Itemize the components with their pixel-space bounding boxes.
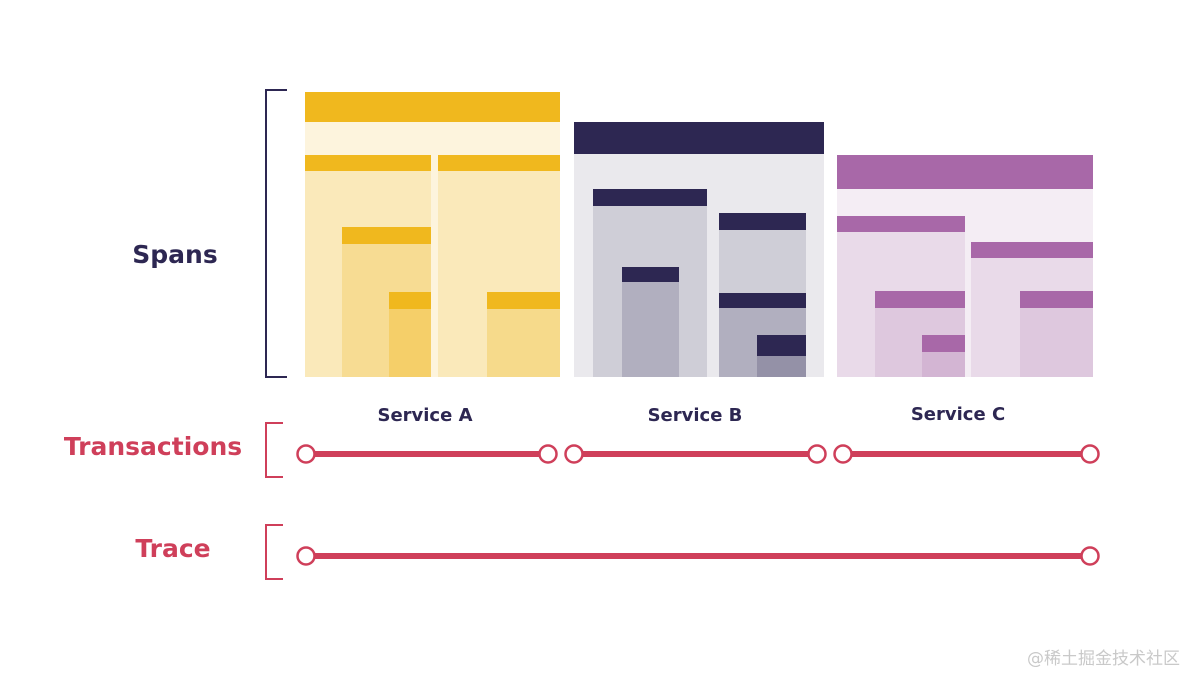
trace-bracket xyxy=(265,524,283,580)
service-a-grandchild-span-bar xyxy=(342,227,431,244)
service-c-grandchild-span-left-bar xyxy=(875,291,965,308)
watermark: @稀土掘金技术社区 xyxy=(1027,649,1180,669)
service-a-root-span-bar xyxy=(305,92,560,122)
service-c-leaf-span-bar xyxy=(922,335,965,352)
trace-label: Trace xyxy=(135,534,210,563)
trace-start-node xyxy=(296,546,316,566)
service-c-child-span-right-bar xyxy=(971,242,1093,258)
service-a-child-span-left-bar xyxy=(305,155,431,171)
service-b-root-span xyxy=(574,122,824,377)
trace-end-node xyxy=(1080,546,1100,566)
service-c-child-span-left-bar xyxy=(837,216,965,232)
trace-span xyxy=(296,546,1100,566)
service-b-grandchild-span-left-bar xyxy=(622,267,679,282)
service-a-child-span-left xyxy=(305,155,431,377)
service-b-spans xyxy=(574,122,824,377)
service-a-label: Service A xyxy=(377,405,472,426)
service-a-child-span-right xyxy=(438,155,560,377)
transaction-b-end-node xyxy=(807,444,827,464)
service-c-root-span-bar xyxy=(837,155,1093,189)
service-a-child-span-right-bar xyxy=(438,155,560,171)
transaction-service-c xyxy=(833,444,1100,464)
service-b-label: Service B xyxy=(648,405,743,426)
spans-bracket xyxy=(265,89,287,378)
service-b-leaf-span-bar xyxy=(757,335,806,356)
service-b-grandchild-span-right-bar xyxy=(719,293,806,308)
transaction-c-end-node xyxy=(1080,444,1100,464)
service-a-leaf-span-2-bar xyxy=(487,292,560,309)
service-a-leaf-span-1-bar xyxy=(389,292,431,309)
service-b-child-span-left xyxy=(593,189,707,377)
service-b-child-span-left-bar xyxy=(593,189,707,206)
service-b-grandchild-span-left xyxy=(622,267,679,377)
transaction-service-b xyxy=(564,444,827,464)
service-c-child-span-right xyxy=(971,242,1093,377)
transactions-bracket xyxy=(265,422,283,478)
transaction-c-start-node xyxy=(833,444,853,464)
service-c-grandchild-span-right-bar xyxy=(1020,291,1093,308)
transactions-label: Transactions xyxy=(64,432,242,461)
service-b-child-span-right-bar xyxy=(719,213,806,230)
transaction-a-end-node xyxy=(538,444,558,464)
transaction-service-a xyxy=(296,444,558,464)
service-c-spans xyxy=(837,155,1093,377)
service-a-spans xyxy=(305,92,560,377)
transaction-a-start-node xyxy=(296,444,316,464)
service-c-label: Service C xyxy=(911,404,1005,425)
spans-label: Spans xyxy=(132,240,217,269)
service-b-root-span-bar xyxy=(574,122,824,154)
transaction-b-start-node xyxy=(564,444,584,464)
